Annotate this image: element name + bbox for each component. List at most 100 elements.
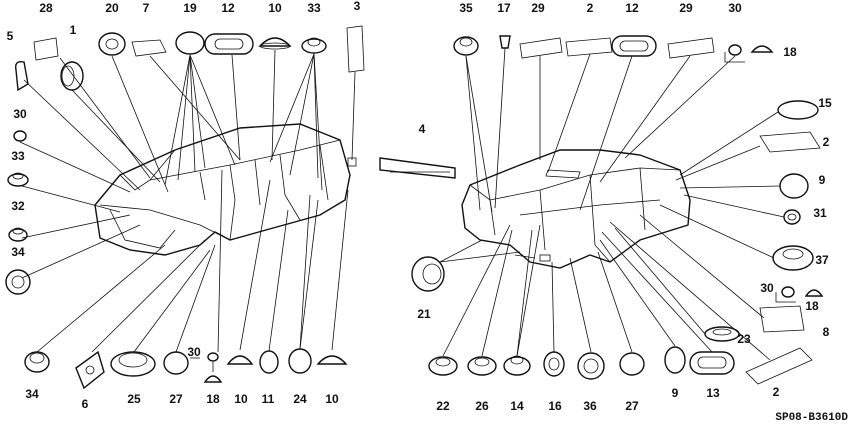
callout-label-19: 19	[183, 1, 197, 15]
callout-label-34: 34	[25, 387, 39, 401]
part-4-pad	[379, 157, 456, 179]
part-18-plug-bottom	[203, 375, 223, 383]
right-car-body	[461, 149, 691, 269]
part-31-grommet	[783, 209, 801, 225]
part-30-nut-right	[728, 44, 742, 56]
callout-label-9: 9	[672, 386, 679, 400]
part-15-plug	[777, 100, 819, 120]
callout-label-34: 34	[11, 245, 25, 259]
callout-label-31: 31	[813, 206, 827, 220]
part-11-plug	[259, 350, 279, 374]
part-24-plug	[288, 348, 312, 374]
callout-label-27: 27	[625, 399, 639, 413]
part-29-pad	[519, 37, 563, 59]
callout-label-12: 12	[221, 1, 235, 15]
callout-label-14: 14	[510, 399, 524, 413]
callout-label-29: 29	[679, 1, 693, 15]
part-2-pad-right	[759, 131, 821, 153]
part-18-plug	[750, 45, 774, 53]
left-car-body	[94, 123, 357, 256]
callout-label-30: 30	[13, 107, 27, 121]
callout-label-36: 36	[583, 399, 597, 413]
callout-label-21: 21	[417, 307, 431, 321]
part-3-pad	[346, 25, 365, 73]
part-1-plug	[60, 61, 84, 91]
part-33-grommet	[301, 37, 327, 54]
callout-label-26: 26	[475, 399, 489, 413]
part-30-nut	[13, 130, 27, 142]
part-21-grommet	[411, 256, 445, 292]
callout-label-25: 25	[127, 392, 141, 406]
callout-label-20: 20	[105, 1, 119, 15]
callout-label-30: 30	[760, 281, 774, 295]
callout-label-2: 2	[773, 385, 780, 399]
part-27-plug-right	[619, 352, 645, 376]
part-33-grommet-left	[7, 172, 29, 187]
part-16-grommet	[543, 351, 565, 377]
callout-label-24: 24	[293, 392, 307, 406]
part-30-nut-bottom	[207, 352, 219, 362]
part-17-clip	[499, 35, 511, 49]
callout-label-18: 18	[783, 45, 797, 59]
callout-label-35: 35	[459, 1, 473, 15]
part-25-grommet	[110, 351, 156, 377]
callout-label-22: 22	[436, 399, 450, 413]
part-8-pad	[759, 305, 805, 333]
callout-label-4: 4	[419, 122, 426, 136]
part-2-pad	[565, 37, 613, 57]
callout-label-10: 10	[234, 392, 248, 406]
callout-label-33: 33	[11, 149, 25, 163]
callout-label-30: 30	[187, 345, 201, 359]
part-35-grommet	[453, 36, 479, 56]
callout-label-2: 2	[823, 135, 830, 149]
callout-label-17: 17	[497, 1, 511, 15]
part-7-pad	[131, 39, 167, 57]
callout-label-15: 15	[818, 96, 832, 110]
part-13-grommet	[689, 351, 735, 375]
part-22-grommet	[428, 356, 458, 376]
callout-label-18: 18	[206, 392, 220, 406]
callout-label-28: 28	[39, 1, 53, 15]
part-9-plug	[779, 173, 809, 199]
part-14-grommet	[503, 355, 531, 376]
part-10-plug-bottom	[226, 355, 254, 365]
callout-label-12: 12	[625, 1, 639, 15]
callout-label-1: 1	[70, 23, 77, 37]
callout-label-2: 2	[587, 1, 594, 15]
part-30-nut-lower	[781, 286, 795, 298]
callout-label-23: 23	[737, 332, 751, 346]
callout-label-33: 33	[307, 1, 321, 15]
part-18-plug-lower	[804, 289, 824, 297]
callout-label-32: 32	[11, 199, 25, 213]
part-10-plug	[258, 37, 292, 50]
callout-label-10: 10	[325, 392, 339, 406]
part-36-grommet	[577, 352, 605, 380]
callout-label-6: 6	[82, 397, 89, 411]
part-9-plug-bottom	[664, 346, 686, 374]
part-32-grommet	[8, 227, 28, 242]
callout-label-10: 10	[268, 1, 282, 15]
part-29-pad-right	[667, 37, 715, 59]
part-12-grommet	[204, 33, 254, 55]
part-19-plug	[175, 31, 205, 55]
callout-label-3: 3	[354, 0, 361, 13]
part-20-grommet	[98, 32, 126, 56]
callout-label-9: 9	[819, 173, 826, 187]
leader-lines	[19, 47, 796, 372]
callout-label-16: 16	[548, 399, 562, 413]
callout-label-11: 11	[262, 392, 275, 406]
part-27-plug	[163, 351, 189, 375]
callout-label-30: 30	[728, 1, 742, 15]
callout-label-18: 18	[805, 299, 819, 313]
part-34-grommet-left	[5, 269, 31, 295]
callout-label-37: 37	[815, 253, 829, 267]
part-12-grommet-right	[611, 35, 657, 57]
part-10-plug-bottom-right	[316, 355, 348, 365]
callout-label-7: 7	[143, 1, 150, 15]
part-2-pad-bottom	[745, 347, 813, 385]
diagram-code: SP08-B3610D	[775, 412, 848, 424]
callout-label-8: 8	[823, 325, 830, 339]
